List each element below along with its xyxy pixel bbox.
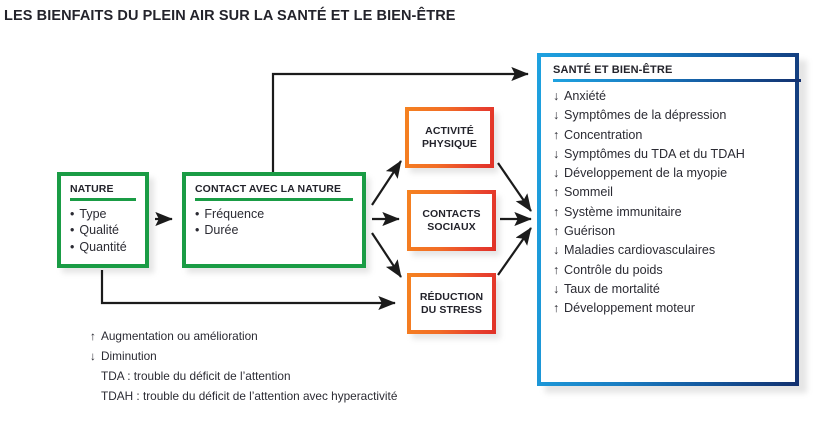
legend-label: Augmentation ou amélioration (101, 329, 258, 343)
mediator-label: CONTACTS SOCIAUX (422, 208, 480, 234)
list-item: ↓ Anxiété (553, 87, 785, 106)
arrow-stress-to-health (497, 227, 532, 276)
list-item: ↑ Développement moteur (553, 299, 785, 318)
legend-row: ↑ Augmentation ou amélioration (90, 326, 397, 346)
list-item-label: Symptômes du TDA et du TDAH (564, 146, 745, 161)
down-arrow-icon: ↓ (553, 166, 560, 181)
up-arrow-icon: ↑ (553, 185, 560, 200)
contact-box[interactable]: CONTACT AVEC LA NATURE Fréquence Durée (182, 172, 366, 268)
up-arrow-icon: ↑ (553, 127, 560, 142)
contact-box-heading: CONTACT AVEC LA NATURE (195, 183, 342, 195)
nature-box-list: Type Qualité Quantité (61, 206, 145, 256)
legend-row: ↓ Diminution (90, 346, 397, 366)
legend-label: Diminution (101, 349, 157, 363)
arrow-activity-to-health (497, 162, 532, 212)
mediator-label-line1: ACTIVITÉ (425, 124, 474, 137)
list-item: Qualité (70, 222, 136, 239)
list-item-label: Anxiété (564, 89, 607, 103)
list-item-label: Concentration (564, 127, 643, 142)
list-item-label: Taux de mortalité (564, 281, 660, 296)
list-item: ↑ Concentration (553, 126, 785, 145)
nature-box-heading: NATURE (70, 183, 114, 195)
health-outcomes-box[interactable]: SANTÉ ET BIEN-ÊTRE ↓ Anxiété ↓ Symptômes d… (537, 53, 801, 386)
mediator-box-activite-physique[interactable]: ACTIVITÉ PHYSIQUE (405, 107, 494, 168)
page-title: LES BIENFAITS DU PLEIN AIR SUR LA SANTÉ … (4, 8, 456, 24)
list-item: ↑ Sommeil (553, 183, 785, 202)
mediator-label-line1: CONTACTS (422, 207, 481, 220)
mediator-label-line2: SOCIAUX (427, 220, 476, 233)
list-item-label: Sommeil (564, 185, 613, 200)
list-item-label: Système immunitaire (564, 204, 682, 219)
contact-box-rule (195, 198, 353, 201)
up-arrow-icon: ↑ (553, 301, 560, 316)
list-item-label: Guérison (564, 224, 616, 239)
list-item: Fréquence (195, 206, 353, 223)
arrow-contact-to-health-top (271, 66, 529, 172)
list-item: ↑ Contrôle du poids (553, 261, 785, 280)
list-item-label: Développement moteur (564, 301, 695, 316)
legend-row: TDA : trouble du déficit de l’attention (90, 366, 397, 386)
legend: ↑ Augmentation ou amélioration ↓ Diminutio… (90, 326, 397, 406)
nature-box-rule (70, 198, 136, 201)
contact-box-list: Fréquence Durée (186, 206, 362, 239)
list-item: ↓ Symptômes de la dépression (553, 106, 785, 125)
arrow-nature-to-stress-bottom (100, 270, 396, 311)
list-item: Durée (195, 222, 353, 239)
list-item-label: Symptômes de la dépression (564, 108, 727, 123)
health-box-heading: SANTÉ ET BIEN-ÊTRE (553, 64, 673, 76)
mediator-label-line2: PHYSIQUE (421, 137, 478, 150)
arrow-contact-to-stress (371, 232, 402, 278)
legend-row: TDAH : trouble du déficit de l’attention… (90, 386, 397, 406)
list-item: ↑ Système immunitaire (553, 203, 785, 222)
list-item: ↓ Maladies cardiovasculaires (553, 241, 785, 260)
list-item: ↑ Guérison (553, 222, 785, 241)
mediator-label-line1: RÉDUCTION (419, 290, 484, 303)
up-arrow-icon: ↑ (553, 224, 560, 239)
list-item-label: Développement de la myopie (564, 166, 728, 181)
mediator-label-line2: DU STRESS (420, 303, 482, 316)
health-box-rule (553, 79, 801, 82)
list-item-label: Maladies cardiovasculaires (564, 243, 716, 258)
list-item: Type (70, 206, 136, 223)
mediator-box-reduction-du-stress[interactable]: RÉDUCTION DU STRESS (407, 273, 496, 334)
legend-label: TDAH : trouble du déficit de l’attention… (101, 389, 398, 403)
nature-box[interactable]: NATURE Type Qualité Quantité (57, 172, 149, 268)
down-arrow-icon: ↓ (553, 281, 560, 296)
down-arrow-icon: ↓ (553, 146, 560, 161)
down-arrow-icon: ↓ (553, 89, 560, 103)
mediator-box-contacts-sociaux[interactable]: CONTACTS SOCIAUX (407, 190, 496, 251)
mediator-label: RÉDUCTION DU STRESS (420, 291, 483, 317)
up-arrow-icon: ↑ (90, 329, 96, 343)
health-outcomes-list: ↓ Anxiété ↓ Symptômes de la dépression ↑ Co… (553, 87, 785, 319)
up-arrow-icon: ↑ (553, 204, 560, 219)
legend-label: TDA : trouble du déficit de l’attention (101, 369, 291, 383)
list-item: ↓ Symptômes du TDA et du TDAH (553, 145, 785, 164)
up-arrow-icon: ↑ (553, 262, 560, 277)
list-item: ↓ Taux de mortalité (553, 280, 785, 299)
list-item-label: Contrôle du poids (564, 262, 663, 277)
list-item: Quantité (70, 239, 136, 256)
list-item: ↓ Développement de la myopie (553, 164, 785, 183)
down-arrow-icon: ↓ (90, 349, 96, 363)
down-arrow-icon: ↓ (553, 108, 560, 123)
mediator-label: ACTIVITÉ PHYSIQUE (422, 125, 477, 151)
arrow-contact-to-activity (371, 160, 402, 206)
down-arrow-icon: ↓ (553, 243, 560, 258)
